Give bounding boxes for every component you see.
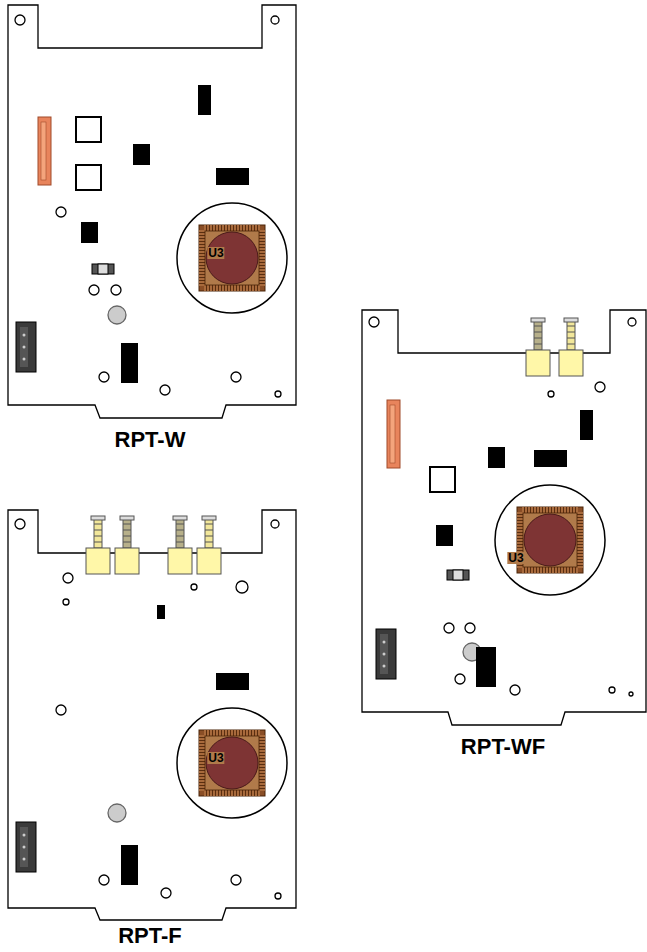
part-label: U3	[507, 552, 524, 564]
board-name: RPT-F	[118, 925, 182, 947]
board-name: RPT-WF	[461, 736, 545, 758]
part-label: U3	[207, 752, 224, 764]
part-label: U3	[207, 247, 224, 259]
board-name: RPT-W	[115, 429, 186, 451]
